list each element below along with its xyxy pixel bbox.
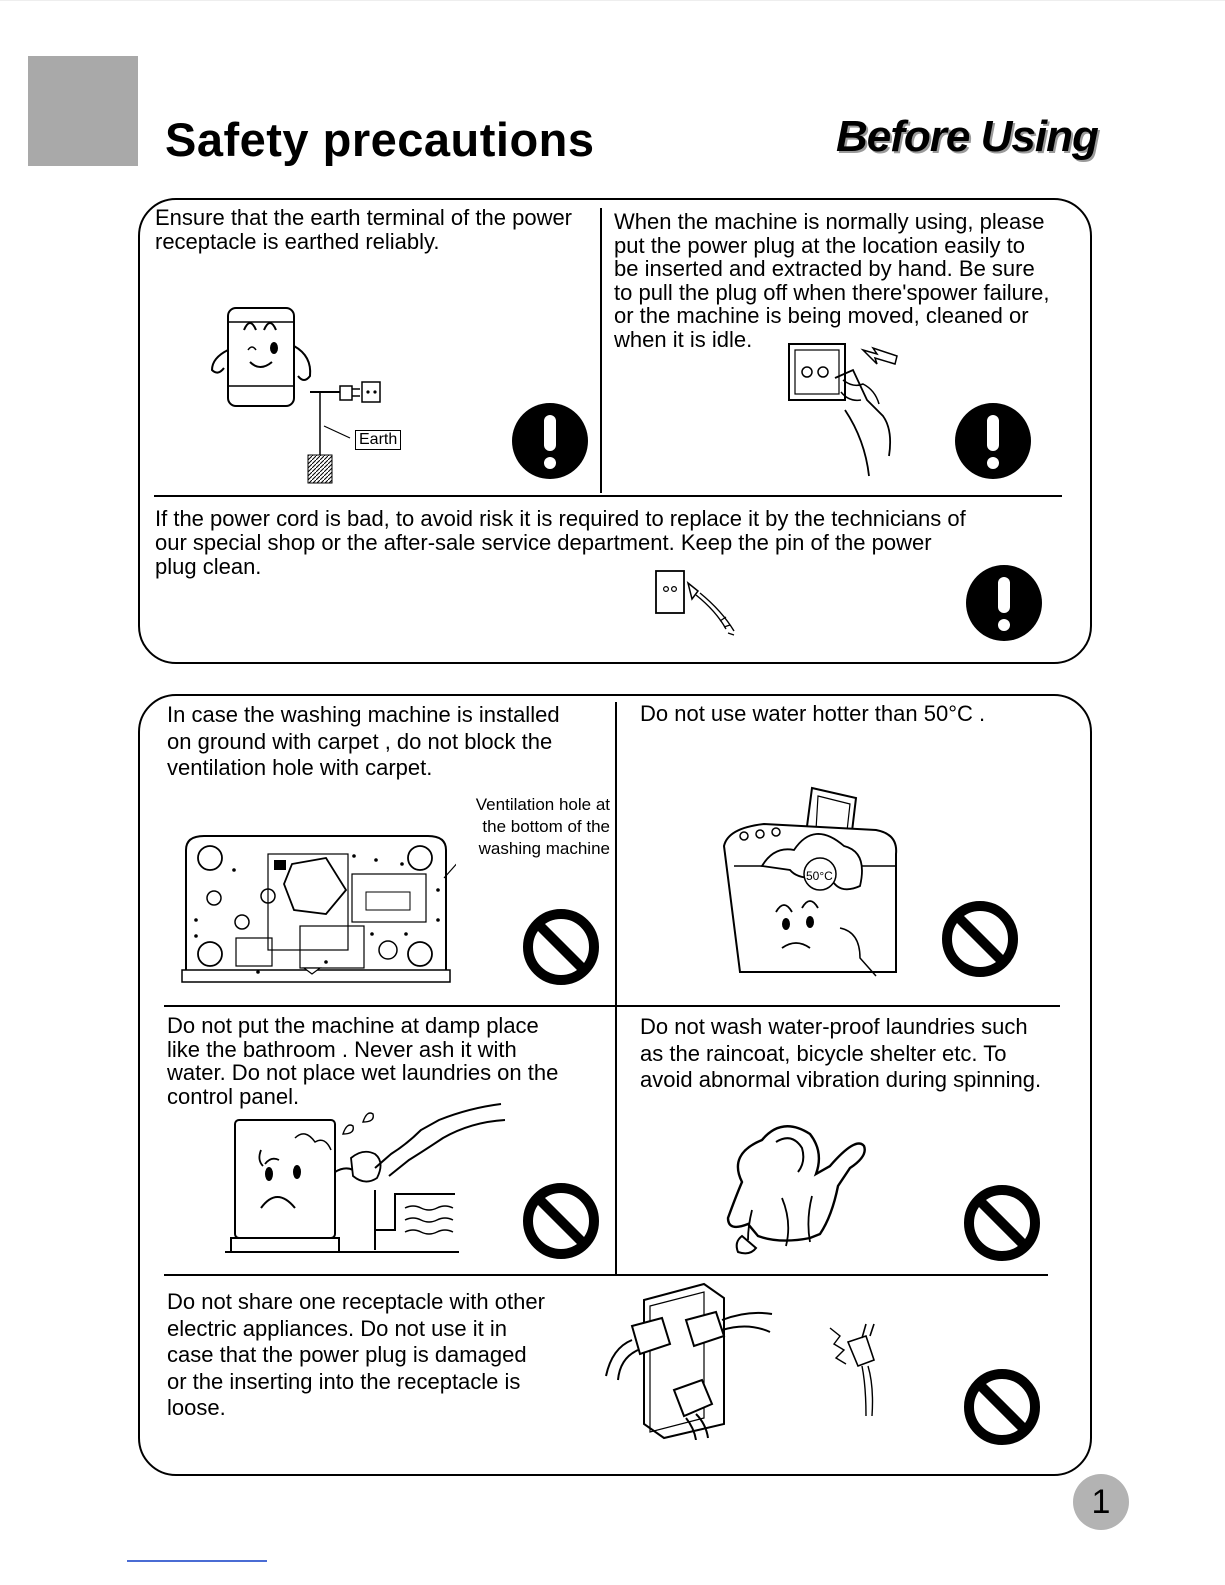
panel2-divider-horizontal-1 bbox=[164, 1005, 1060, 1007]
power-cord-text: If the power cord is bad, to avoid risk … bbox=[155, 506, 966, 579]
section-subtitle: Before Using bbox=[836, 112, 1099, 161]
panel1-divider-vertical bbox=[600, 208, 602, 493]
damp-place-text: Do not put the machine at damp place lik… bbox=[167, 1013, 559, 1109]
top-rule bbox=[0, 0, 1225, 1]
prohibited-icon bbox=[523, 909, 599, 985]
prohibited-panel bbox=[138, 694, 1092, 1476]
earthed-machine-illustration bbox=[210, 307, 381, 484]
plug-location-text: When the machine is normally using, plea… bbox=[614, 209, 1050, 352]
hot-water-machine-illustration: 50°C bbox=[722, 786, 898, 977]
waterproof-laundry-text: Do not wash water-proof laundries such a… bbox=[640, 1014, 1042, 1092]
splashed-machine-illustration bbox=[225, 1103, 506, 1253]
panel2-divider-vertical bbox=[615, 702, 617, 1274]
chapter-block bbox=[28, 56, 138, 166]
page-number-badge: 1 bbox=[1073, 1474, 1129, 1530]
prohibited-icon bbox=[964, 1369, 1040, 1445]
damaged-plug-illustration bbox=[829, 1323, 876, 1417]
panel2-divider-horizontal-2 bbox=[164, 1274, 1048, 1276]
page-title: Safety precautions bbox=[165, 113, 595, 166]
footer-link-underline bbox=[127, 1560, 267, 1562]
machine-bottom-illustration bbox=[181, 835, 456, 983]
water-temperature-text: Do not use water hotter than 50°C . bbox=[640, 701, 986, 726]
earth-label: Earth bbox=[355, 430, 402, 450]
mandatory-exclamation-icon bbox=[955, 403, 1031, 479]
temperature-label: 50°C bbox=[806, 869, 833, 883]
earth-text: Ensure that the earth terminal of the po… bbox=[155, 205, 573, 254]
prohibited-icon bbox=[523, 1183, 599, 1259]
damaged-cord-plug-illustration bbox=[655, 570, 735, 636]
unplug-hand-illustration bbox=[788, 343, 898, 477]
mandatory-panel bbox=[138, 198, 1092, 664]
prohibited-icon bbox=[964, 1185, 1040, 1261]
mandatory-exclamation-icon bbox=[512, 403, 588, 479]
ventilation-hole-label: Ventilation hole at the bottom of the wa… bbox=[475, 795, 610, 858]
panel1-divider-horizontal bbox=[154, 495, 1062, 497]
raincoat-illustration bbox=[726, 1125, 866, 1255]
mandatory-exclamation-icon bbox=[966, 565, 1042, 641]
share-receptacle-text: Do not share one receptacle with other e… bbox=[167, 1289, 545, 1420]
carpet-text: In case the washing machine is installed… bbox=[167, 702, 560, 780]
overloaded-receptacle-illustration bbox=[605, 1282, 773, 1440]
prohibited-icon bbox=[942, 901, 1018, 977]
